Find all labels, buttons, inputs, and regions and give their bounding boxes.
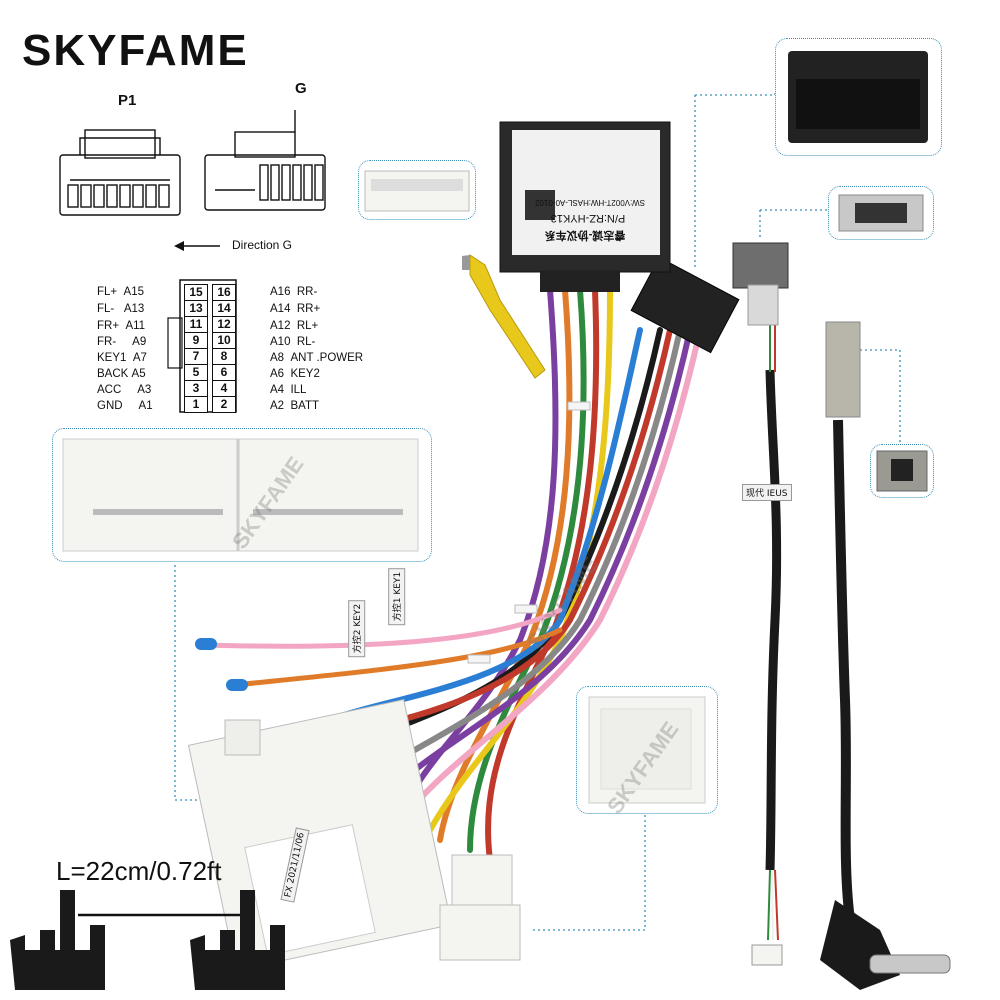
pin-2: 2: [212, 396, 236, 413]
pin-5: 5: [184, 364, 208, 381]
main-connector-detail-drawing: [62, 438, 419, 552]
white-plug-detail-frame: [358, 160, 476, 220]
pin-right-label-a10: A10 RL-: [270, 336, 316, 348]
white-plug-detail-drawing: [364, 170, 470, 212]
pin-right-label-a16: A16 RR-: [270, 286, 318, 298]
pin-right-label-a6: A6 KEY2: [270, 368, 320, 380]
pin-left-label-a1: GND A1: [97, 400, 153, 412]
pin-right-label-a12: A12 RL+: [270, 320, 319, 332]
brand-logo: SKYFAME: [22, 26, 249, 75]
pin-left-label-a13: FL- A13: [97, 303, 145, 315]
connector-outline-drawing: [59, 110, 326, 251]
pin-left-label-a11: FR+ A11: [97, 320, 146, 332]
pin-13: 13: [184, 300, 208, 317]
p1-label: P1: [118, 92, 137, 109]
antenna-plug-detail-drawing: [876, 450, 928, 492]
module-sw: SW:V002T-HW:HASL-A0-0102: [535, 198, 645, 207]
gray-plug-detail-frame: [828, 186, 934, 240]
cable-length-label: L=22cm/0.72ft: [56, 856, 222, 886]
pin-left-label-a15: FL+ A15: [97, 286, 144, 298]
key1-tag: 方控1 KEY1: [388, 567, 406, 626]
pin-left-label-a3: ACC A3: [97, 384, 152, 396]
pin-1: 1: [184, 396, 208, 413]
small-connector-detail-frame: [576, 686, 718, 814]
pin-right-label-a8: A8 ANT .POWER: [270, 352, 364, 364]
pinout-frame: [167, 279, 237, 413]
modern-tag: 现代 IEUS: [742, 484, 792, 501]
module-title: 睿志诚-协议车系: [544, 229, 626, 241]
key2-tag: 方控2 KEY2: [348, 599, 366, 658]
black-plug-detail-frame: [775, 38, 942, 156]
pin-right-label-a2: A2 BATT: [270, 400, 320, 412]
g-label: G: [295, 80, 307, 97]
black-plug-detail-drawing: [788, 51, 928, 143]
pin-left-label-a7: KEY1 A7: [97, 352, 147, 364]
module-pn: P/N:RZ-HYK13: [550, 212, 626, 224]
pin-left-label-a5: BACK A5: [97, 368, 146, 380]
small-connector-detail-drawing: [588, 696, 706, 804]
pin-right-label-a14: A14 RR+: [270, 303, 321, 315]
antenna-plug-detail-frame: [870, 444, 934, 498]
pin-left-label-a9: FR- A9: [97, 336, 147, 348]
main-connector-detail-frame: [52, 428, 432, 562]
direction-label: Direction G: [232, 238, 293, 252]
pin-right-label-a4: A4 ILL: [270, 384, 307, 396]
pin-16: 16: [212, 284, 236, 301]
gray-plug-detail-drawing: [838, 194, 924, 232]
